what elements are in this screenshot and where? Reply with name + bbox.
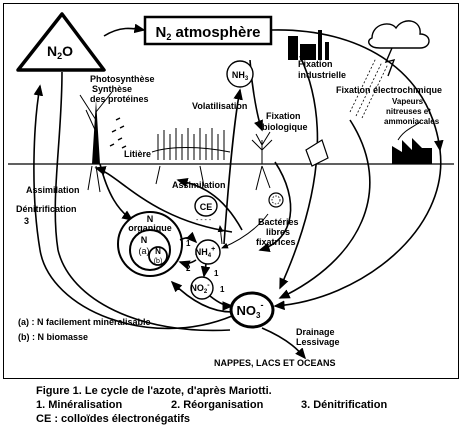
caption-item-denitrification: 3. Dénitrification bbox=[301, 399, 388, 411]
photosynthese-label: Photosynthèse bbox=[90, 74, 155, 84]
arrow-denitrification-up bbox=[33, 84, 44, 251]
n2-atmosphere-label: N2 atmosphère bbox=[155, 24, 260, 42]
caption-title: Figure 1. Le cycle de l'azote, d'après M… bbox=[36, 385, 272, 397]
arrow-electro-to-no3 bbox=[278, 119, 371, 299]
drainage-label: Drainage bbox=[296, 327, 335, 337]
arrow-number-1c: 1 bbox=[220, 285, 225, 294]
factory-icon bbox=[288, 30, 329, 60]
legend-b: (b) : N biomasse bbox=[18, 332, 88, 342]
line-n2o-down bbox=[54, 71, 63, 251]
caption-ce-note: CE : colloïdes électronégatifs bbox=[36, 413, 191, 425]
n-organique-label-n: N bbox=[147, 214, 154, 224]
no3-node: NO3- bbox=[229, 291, 275, 329]
denitrification-label: Dénitrification bbox=[16, 204, 77, 214]
arrow-number-1a: 1 bbox=[186, 239, 191, 248]
arrow-bio-to-nh4 bbox=[258, 161, 292, 252]
fertilizer-bag-icon bbox=[305, 139, 329, 167]
bacteria-cluster-icon bbox=[268, 192, 284, 208]
assimilation-mid-label: Assimilation bbox=[172, 180, 226, 190]
legend-a: (a) : N facilement minéralisable bbox=[18, 317, 151, 327]
nh4-node: NH4+ bbox=[195, 239, 221, 265]
bacteries-label-2: libres bbox=[266, 227, 290, 237]
arrow-reorganisation-2 bbox=[178, 259, 197, 270]
arrow-right-to-no3 bbox=[273, 149, 442, 311]
assimilation-left-label: Assimilation bbox=[26, 185, 80, 195]
vapeurs-label-3: ammoniacales bbox=[384, 117, 440, 126]
n-biomass-label: N bbox=[155, 247, 161, 256]
caption-item-reorganisation: 2. Réorganisation bbox=[171, 399, 264, 411]
n2-atmosphere-box: N2 atmosphère bbox=[143, 15, 273, 46]
crop-field-icon bbox=[151, 128, 231, 160]
tree-icon bbox=[79, 91, 113, 164]
curve-bottom-left bbox=[57, 249, 231, 332]
litiere-label: Litière bbox=[124, 149, 151, 159]
cloud-lightning-icon bbox=[349, 20, 430, 119]
vapeurs-label-1: Vapeurs bbox=[392, 97, 424, 106]
fixation-biologique-label-1: Fixation bbox=[266, 111, 301, 121]
roots-icon bbox=[87, 165, 271, 193]
vapeurs-label-2: nitreuses et bbox=[386, 107, 431, 116]
arrow-bacteria-to-nh4 bbox=[221, 213, 269, 249]
nh3-label: NH3 bbox=[232, 70, 249, 82]
arrow-assimilation-mid bbox=[176, 177, 243, 231]
arrow-number-2a: 2 bbox=[186, 264, 191, 273]
n2o-triangle: N2O bbox=[16, 12, 106, 72]
diagram-frame bbox=[3, 3, 459, 379]
synthese-label: Synthèse bbox=[92, 84, 132, 94]
caption-item-mineralisation: 1. Minéralisation bbox=[36, 399, 123, 411]
fixation-industrielle-label-2: industrielle bbox=[298, 70, 346, 80]
n-organique-label: organique bbox=[128, 223, 172, 233]
denitrification-number: 3 bbox=[24, 216, 29, 226]
no3-label: NO3- bbox=[237, 300, 264, 320]
arrow-nh4-to-no2 bbox=[200, 263, 211, 278]
legume-plant-icon bbox=[251, 131, 273, 164]
arrow-volatilisation bbox=[223, 88, 243, 245]
arrow-nh4-to-ce bbox=[217, 225, 224, 245]
fixation-electrochimique-label: Fixation électrochimique bbox=[336, 85, 442, 95]
n2o-label: N2O bbox=[47, 43, 73, 61]
caption-items: 1. Minéralisation 2. Réorganisation 3. Dén… bbox=[36, 398, 456, 412]
pool-a-label: (a) bbox=[139, 246, 150, 256]
volatilisation-label: Volatilisation bbox=[192, 101, 247, 111]
arrow-no2-to-no3 bbox=[209, 295, 234, 311]
pool-b-label: (b) bbox=[154, 258, 163, 265]
arrow-n2o-to-n2 bbox=[103, 23, 146, 37]
arrow-assimilation-left bbox=[94, 166, 233, 233]
figure-caption: Figure 1. Le cycle de l'azote, d'après M… bbox=[36, 384, 456, 426]
proteines-label: des protéines bbox=[90, 94, 149, 104]
ce-label: CE bbox=[200, 202, 213, 212]
nappes-label: NAPPES, LACS ET OCEANS bbox=[214, 358, 336, 368]
arrow-mineralisation-1 bbox=[179, 231, 198, 244]
arrow-litter-to-organic bbox=[99, 163, 134, 221]
arrow-no3-to-organic bbox=[170, 280, 233, 313]
curve-denitrification bbox=[39, 249, 233, 330]
fixation-industrielle-label-1: Fixation bbox=[298, 59, 333, 69]
nh4-label: NH4+ bbox=[195, 246, 215, 259]
arrow-number-2b: 2 bbox=[176, 283, 181, 292]
lessivage-label: Lessivage bbox=[296, 337, 340, 347]
no2-label: NO2- bbox=[190, 282, 210, 295]
nh3-node: NH3 bbox=[226, 60, 254, 88]
arrow-number-1b: 1 bbox=[214, 269, 219, 278]
bacteries-label-1: Bactéries bbox=[258, 217, 299, 227]
ce-colloid-node: CE - - - - bbox=[194, 195, 218, 224]
no2-node: NO2- bbox=[190, 276, 214, 300]
fixation-biologique-label-2: biologique bbox=[262, 122, 308, 132]
arrow-n2-right bbox=[271, 29, 444, 152]
arrow-to-nappes bbox=[261, 327, 307, 360]
n-pool-label: N bbox=[141, 235, 148, 245]
organic-n-node: N organique N (a) N (b) bbox=[117, 211, 183, 277]
arrow-industrial-to-no3 bbox=[279, 55, 319, 290]
industrial-plant-icon bbox=[392, 121, 432, 164]
leaf-litter-icon bbox=[109, 117, 127, 149]
ce-charges: - - - - bbox=[196, 217, 212, 224]
bacteries-label-3: fixatrices bbox=[256, 237, 296, 247]
